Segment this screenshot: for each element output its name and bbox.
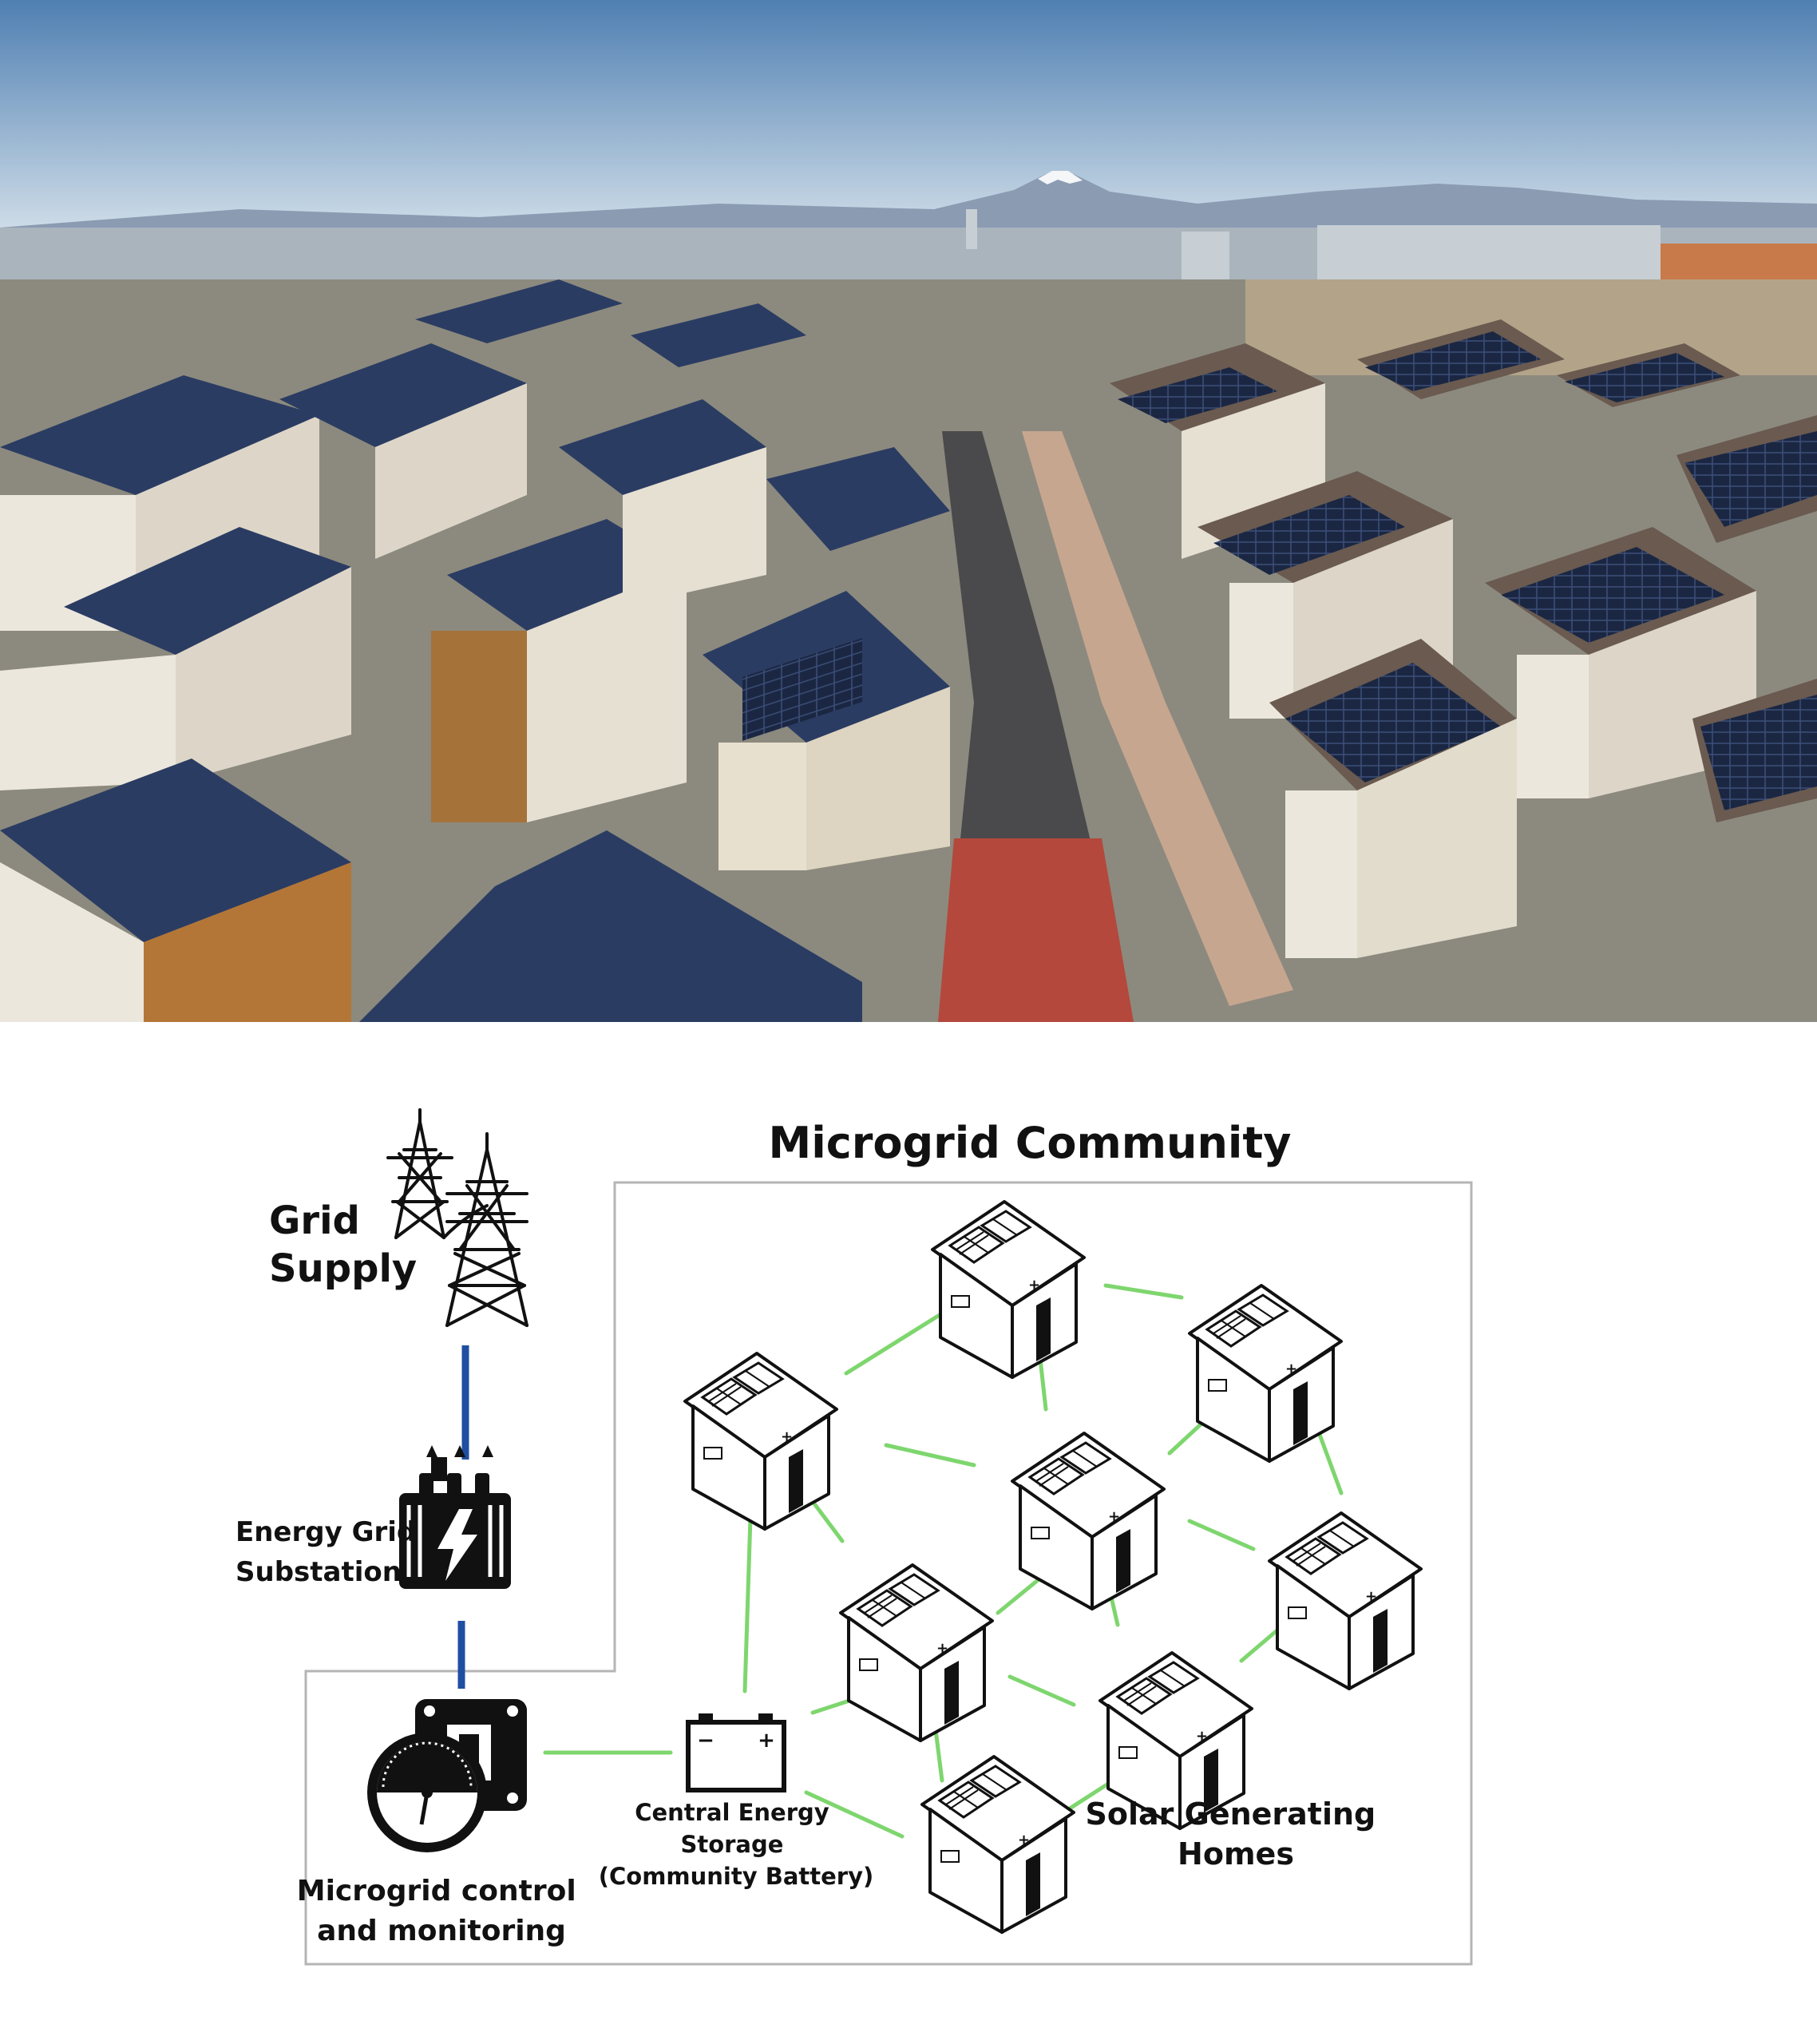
- transmission-tower-icon: [386, 1108, 528, 1327]
- solar-home: [920, 1755, 1075, 1934]
- battery-icon: − +: [686, 1713, 786, 1792]
- house-rows-middle: [279, 279, 950, 607]
- red-crosswalk: [938, 838, 1134, 1022]
- solar-home: [931, 1200, 1086, 1379]
- mount-fuji-snowcap: [1038, 171, 1083, 184]
- solar-home: [1268, 1511, 1423, 1690]
- control-label: Microgrid control and monitoring: [297, 1875, 586, 1947]
- diagram-title: Microgrid Community: [769, 1118, 1292, 1168]
- substation-transformer-icon: [399, 1445, 511, 1589]
- svg-text:+: +: [758, 1729, 775, 1753]
- homes-label: Solar Generating Homes: [1086, 1796, 1387, 1872]
- microgrid-diagram: + Microgrid Community: [236, 1108, 1473, 1966]
- substation-label: Energy Grid Substation: [236, 1516, 426, 1588]
- solar-home: [1188, 1284, 1343, 1463]
- control-meter-icon: [367, 1699, 527, 1852]
- solar-neighborhood-photo: [0, 0, 1817, 1022]
- house-rows-right: [1110, 319, 1817, 958]
- solar-home: [839, 1563, 994, 1742]
- svg-text:−: −: [697, 1729, 715, 1753]
- mountains: [0, 174, 1817, 240]
- storage-label: Central Energy Storage (Community Batter…: [599, 1799, 874, 1890]
- house-rows-left: [0, 375, 950, 1022]
- community-boundary: [304, 1181, 1473, 1966]
- solar-home: [683, 1352, 838, 1531]
- grid-supply-label: Grid Supply: [269, 1198, 417, 1291]
